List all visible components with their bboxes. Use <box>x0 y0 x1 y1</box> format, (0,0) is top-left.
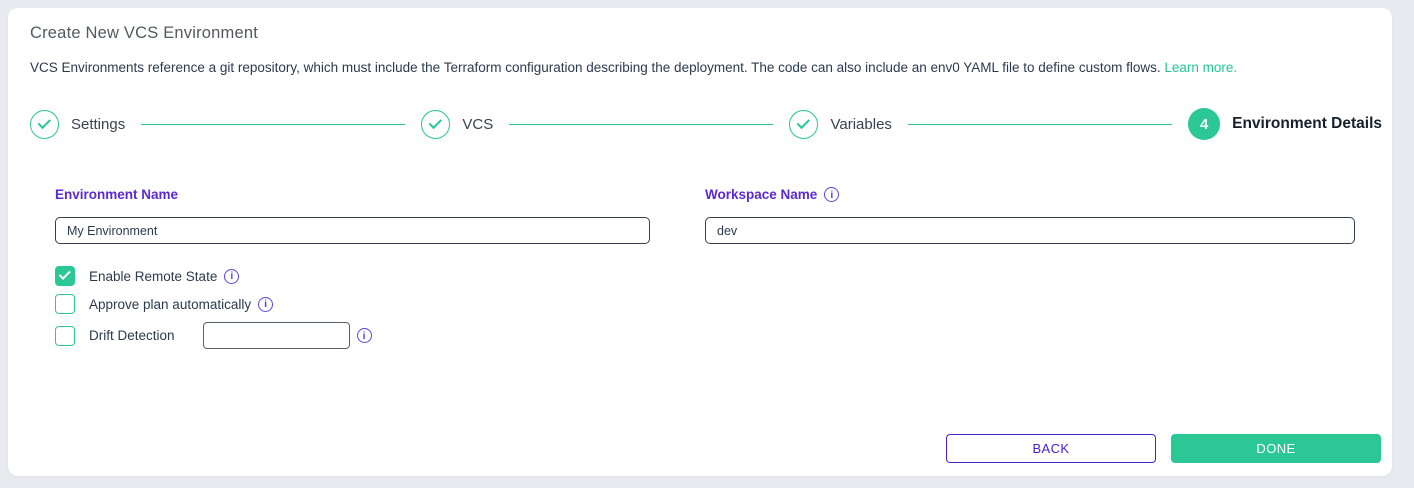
info-icon[interactable]: i <box>824 187 840 202</box>
stepper-connector <box>509 123 774 125</box>
step-number: 4 <box>1199 115 1209 133</box>
check-icon <box>796 115 810 129</box>
info-icon[interactable]: i <box>224 268 240 284</box>
drift-detection-label: Drift Detection <box>89 328 175 343</box>
step-vcs-label: VCS <box>462 115 494 133</box>
approve-plan-row: Approve plan automatically i <box>55 294 274 314</box>
learn-more-link[interactable]: Learn more. <box>1164 60 1238 75</box>
environment-name-label: Environment Name <box>55 187 179 202</box>
page-description: VCS Environments reference a git reposit… <box>30 60 1237 75</box>
drift-detection-input[interactable] <box>202 322 350 349</box>
check-icon <box>58 267 71 280</box>
step-vcs-circle <box>421 109 451 139</box>
check-icon <box>428 115 442 129</box>
step-environment-details-label: Environment Details <box>1232 115 1382 132</box>
enable-remote-state-checkbox[interactable] <box>55 266 75 286</box>
wizard-stepper: Settings VCS Variables 4 Environment Det… <box>30 107 1382 141</box>
approve-plan-checkbox[interactable] <box>55 294 75 314</box>
workspace-name-label: Workspace Name i <box>705 187 840 202</box>
page-title: Create New VCS Environment <box>30 24 259 42</box>
approve-plan-label: Approve plan automatically <box>89 296 252 312</box>
done-button[interactable]: DONE <box>1171 434 1381 463</box>
info-icon[interactable]: i <box>356 328 372 343</box>
check-icon <box>37 115 51 129</box>
stepper-connector <box>907 123 1173 125</box>
drift-detection-checkbox[interactable] <box>55 325 75 346</box>
page-description-text: VCS Environments reference a git reposit… <box>30 60 1161 75</box>
step-settings-circle <box>30 109 59 139</box>
enable-remote-state-label: Enable Remote State <box>89 268 218 284</box>
info-icon[interactable]: i <box>258 296 274 312</box>
create-environment-card: Create New VCS Environment VCS Environme… <box>8 8 1392 476</box>
stepper-connector <box>141 123 406 125</box>
step-variables-label: Variables <box>830 115 892 133</box>
environment-name-input[interactable] <box>55 217 650 244</box>
back-button[interactable]: BACK <box>946 434 1156 463</box>
step-variables-circle <box>789 109 819 139</box>
drift-detection-row: Drift Detection i <box>55 322 372 349</box>
step-environment-details-circle: 4 <box>1188 108 1221 140</box>
enable-remote-state-row: Enable Remote State i <box>55 266 240 286</box>
workspace-name-input[interactable] <box>705 217 1355 244</box>
step-settings-label: Settings <box>71 115 126 133</box>
